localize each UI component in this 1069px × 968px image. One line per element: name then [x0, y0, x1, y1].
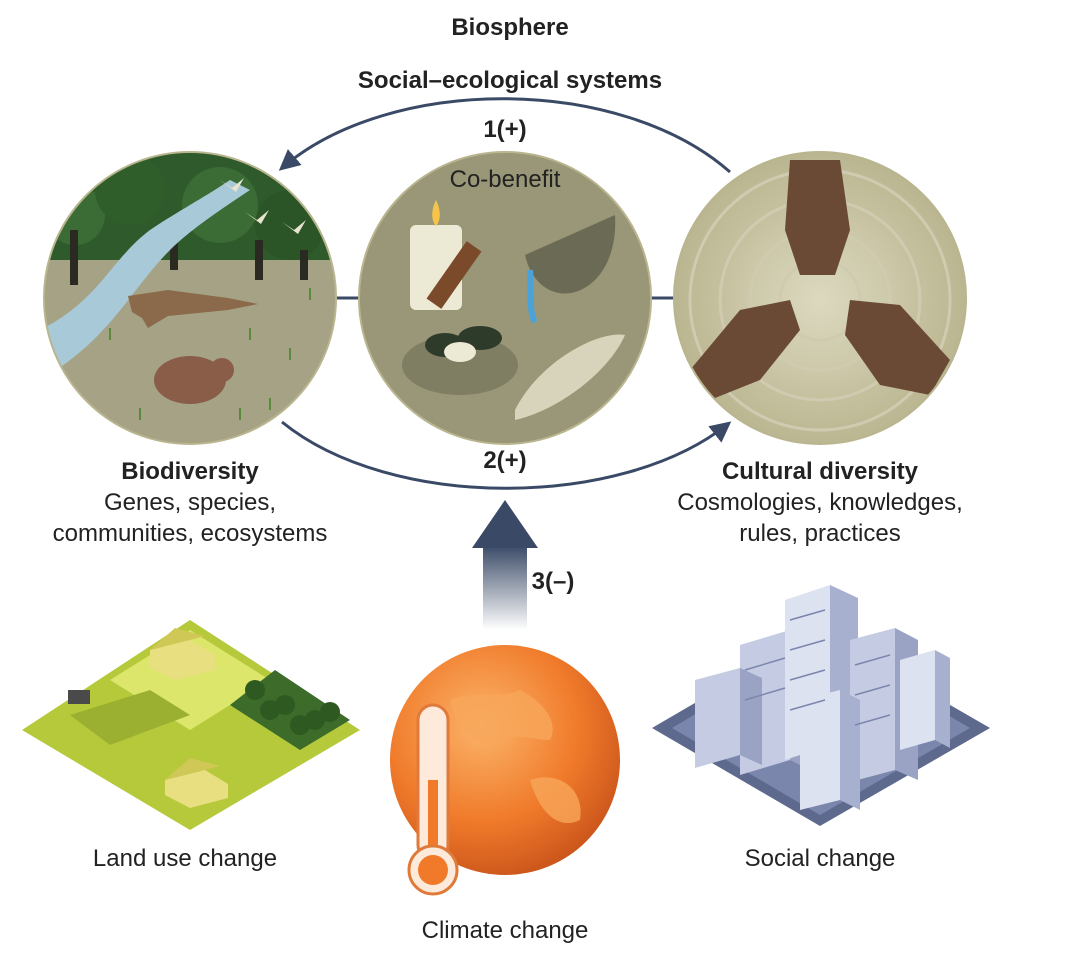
- biodiversity-line2: communities, ecosystems: [52, 520, 328, 547]
- top-arrow-label: 1(+): [483, 116, 527, 143]
- bottom-arrow-2: [281, 420, 732, 490]
- building-icon: [695, 585, 950, 810]
- incense-icon: [426, 241, 482, 309]
- biodiversity-line1: Genes, species,: [103, 489, 277, 516]
- cultural-line1: Cosmologies, knowledges,: [677, 489, 963, 516]
- land-use-change-label: Land use change: [92, 845, 278, 872]
- farmhouse-icon: [150, 640, 215, 680]
- climate-illustration: [390, 645, 620, 896]
- co-benefit-label: Co-benefit: [449, 166, 561, 193]
- biodiversity-illustration: [44, 152, 336, 444]
- top-arrow-1: [278, 97, 731, 174]
- tractor-icon: [68, 690, 90, 704]
- driver-arrow-shaft: [483, 545, 527, 630]
- river-icon: [44, 180, 250, 380]
- capybara-icon: [154, 356, 226, 404]
- cultural-line2: rules, practices: [739, 520, 901, 547]
- farmhouse-icon: [165, 770, 228, 808]
- bird-icon: [220, 178, 244, 192]
- social-ecological-title: Social–ecological systems: [357, 67, 663, 94]
- biodiversity-title: Biodiversity: [121, 458, 259, 485]
- driver-arrow-label: 3(–): [531, 568, 575, 595]
- driver-arrow-head: [472, 500, 538, 548]
- bottom-arrow-label: 2(+): [483, 447, 527, 474]
- bowl-icon: [525, 215, 616, 294]
- cultural-illustration: [674, 152, 966, 444]
- caiman-icon: [128, 290, 258, 328]
- cultural-diversity-title: Cultural diversity: [721, 458, 919, 485]
- hand-top-icon: [785, 160, 850, 275]
- climate-change-label: Climate change: [421, 917, 589, 944]
- co-benefit-illustration: [359, 152, 651, 444]
- social-illustration: [652, 585, 990, 826]
- fish-icon: [515, 334, 625, 420]
- biosphere-title: Biosphere: [451, 14, 569, 41]
- land-use-illustration: [22, 620, 360, 830]
- hand-left-icon: [690, 300, 800, 400]
- hand-right-icon: [845, 300, 950, 395]
- social-change-label: Social change: [744, 845, 896, 872]
